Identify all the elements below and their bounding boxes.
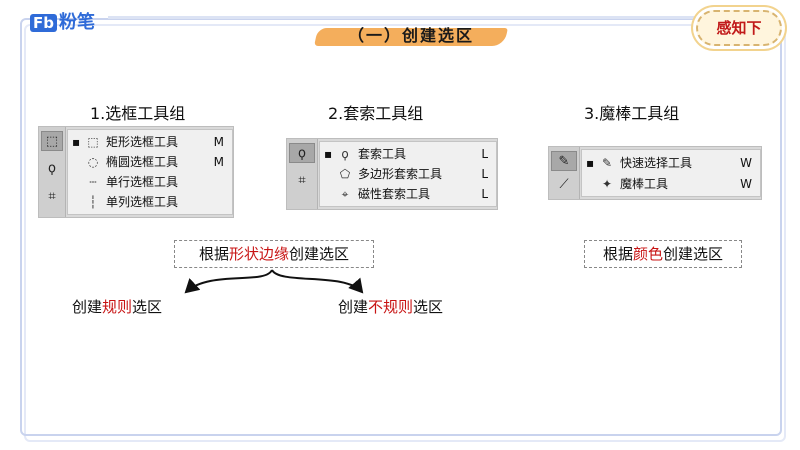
shortcut-key: L	[481, 187, 488, 201]
menu-item-rect-marquee[interactable]: ▪ ⬚ 矩形选框工具 M	[68, 132, 232, 152]
eyedropper-tool-button[interactable]: ⟋	[551, 175, 577, 195]
menu-item-quick-select[interactable]: ▪ ✎ 快速选择工具 W	[582, 153, 760, 173]
wand-flyout-menu: ▪ ✎ 快速选择工具 W ✦ 魔棒工具 W	[581, 149, 761, 197]
note-text: 根据	[198, 245, 229, 263]
lasso-tool-button[interactable]: ϙ	[41, 159, 63, 179]
magic-wand-icon: ✦	[601, 177, 613, 191]
shortcut-key: W	[740, 156, 752, 170]
menu-item-label: 单行选框工具	[106, 175, 179, 189]
slide-title-text: （一）创建选区	[347, 26, 474, 45]
note-text: 选区	[132, 298, 163, 316]
quick-select-icon: ✎	[601, 156, 613, 170]
toolbar-column: ✎ ⟋	[549, 147, 580, 199]
note-color: 根据颜色创建选区	[584, 240, 742, 268]
polygon-lasso-icon: ⬠	[339, 167, 351, 181]
selected-bullet: ▪	[324, 147, 333, 161]
menu-item-magic-wand[interactable]: ✦ 魔棒工具 W	[582, 174, 760, 194]
single-column-icon: ┆	[89, 195, 97, 209]
single-row-icon: ┄	[89, 175, 97, 189]
lasso-icon: ϙ	[341, 147, 349, 161]
note-text: 创建选区	[663, 245, 724, 263]
menu-item-label: 快速选择工具	[620, 156, 693, 170]
group-marquee-heading: 1.选框工具组	[90, 104, 186, 123]
group-lasso-heading: 2.套索工具组	[328, 104, 424, 123]
rect-marquee-icon: ⬚	[87, 135, 99, 149]
note-text: 选区	[413, 298, 444, 316]
label-irregular-selection: 创建不规则选区	[338, 296, 443, 317]
magnetic-lasso-icon: ⌖	[341, 187, 349, 201]
note-text: 根据	[602, 245, 633, 263]
note-highlight: 规则	[102, 298, 133, 316]
crop-toolbar-icon: ⌗	[298, 173, 306, 188]
note-text: 创建	[338, 298, 369, 316]
menu-item-polygon-lasso[interactable]: ⬠ 多边形套索工具 L	[320, 164, 496, 184]
logo-text: 粉笔	[58, 12, 95, 33]
menu-item-label: 套索工具	[358, 147, 407, 161]
menu-item-ellipse-marquee[interactable]: ◌ 椭圆选框工具 M	[68, 152, 232, 172]
note-text: 创建	[72, 298, 103, 316]
shortcut-key: M	[213, 155, 224, 169]
note-highlight: 颜色	[632, 245, 663, 263]
note-shape-edge: 根据形状边缘创建选区	[174, 240, 374, 268]
logo-mark: Fb	[30, 14, 57, 32]
shortcut-key: M	[213, 135, 224, 149]
slide-frame	[20, 18, 782, 436]
marquee-tool-button[interactable]: ⬚	[41, 131, 63, 151]
toolbar-column: ϙ ⌗	[287, 139, 318, 209]
crop-toolbar-icon: ⌗	[48, 189, 56, 204]
lasso-toolbar-icon: ϙ	[298, 146, 306, 161]
badge-perceive: 感知下	[696, 10, 782, 46]
ellipse-marquee-icon: ◌	[87, 155, 99, 169]
wand-tool-panel: ✎ ⟋ ▪ ✎ 快速选择工具 W ✦ 魔棒工具 W	[548, 146, 762, 200]
arrow-to-irregular	[271, 269, 364, 294]
lasso-tool-button[interactable]: ϙ	[289, 143, 315, 163]
selected-bullet: ▪	[72, 135, 81, 149]
arrow-to-regular	[184, 269, 273, 294]
marquee-tool-panel: ⬚ ϙ ⌗ ▪ ⬚ 矩形选框工具 M ◌ 椭圆选框工具 M ┄ 单行选框工具 ┆…	[38, 126, 234, 218]
shortcut-key: W	[740, 177, 752, 191]
toolbar-column: ⬚ ϙ ⌗	[39, 127, 66, 217]
quick-select-tool-button[interactable]: ✎	[551, 151, 577, 171]
crop-tool-button[interactable]: ⌗	[289, 171, 315, 191]
shortcut-key: L	[481, 167, 488, 181]
label-regular-selection: 创建规则选区	[72, 296, 162, 317]
menu-item-single-column[interactable]: ┆ 单列选框工具	[68, 192, 232, 212]
menu-item-label: 矩形选框工具	[106, 135, 179, 149]
menu-item-single-row[interactable]: ┄ 单行选框工具	[68, 172, 232, 192]
slide-title: （一）创建选区	[314, 22, 508, 50]
group-wand-heading: 3.魔棒工具组	[584, 104, 680, 123]
marquee-flyout-menu: ▪ ⬚ 矩形选框工具 M ◌ 椭圆选框工具 M ┄ 单行选框工具 ┆ 单列选框工…	[67, 129, 233, 215]
eyedropper-toolbar-icon: ⟋	[559, 177, 569, 192]
crop-tool-button[interactable]: ⌗	[41, 187, 63, 207]
menu-item-magnetic-lasso[interactable]: ⌖ 磁性套索工具 L	[320, 184, 496, 204]
menu-item-lasso[interactable]: ▪ ϙ 套索工具 L	[320, 144, 496, 164]
selected-bullet: ▪	[586, 156, 595, 170]
quick-select-toolbar-icon: ✎	[558, 154, 570, 169]
menu-item-label: 磁性套索工具	[358, 187, 431, 201]
rect-marquee-toolbar-icon: ⬚	[45, 134, 59, 149]
note-highlight: 不规则	[368, 298, 414, 316]
lasso-toolbar-icon: ϙ	[48, 161, 56, 176]
lasso-tool-panel: ϙ ⌗ ▪ ϙ 套索工具 L ⬠ 多边形套索工具 L ⌖ 磁性套索工具 L	[286, 138, 498, 210]
shortcut-key: L	[481, 147, 488, 161]
menu-item-label: 椭圆选框工具	[106, 155, 179, 169]
menu-item-label: 单列选框工具	[106, 195, 179, 209]
note-text: 创建选区	[289, 245, 350, 263]
lasso-flyout-menu: ▪ ϙ 套索工具 L ⬠ 多边形套索工具 L ⌖ 磁性套索工具 L	[319, 141, 497, 207]
header-divider	[108, 16, 698, 19]
menu-item-label: 魔棒工具	[620, 177, 669, 191]
menu-item-label: 多边形套索工具	[358, 167, 443, 181]
note-highlight: 形状边缘	[228, 245, 289, 263]
